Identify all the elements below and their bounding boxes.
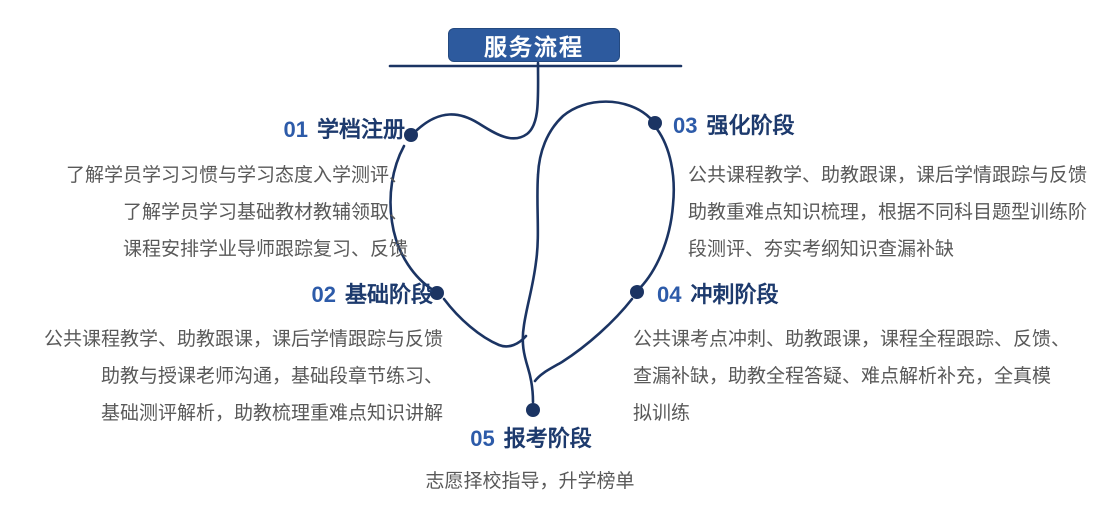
- stage-01-number: 01: [283, 117, 308, 142]
- stage-02-label: 基础阶段: [344, 282, 433, 307]
- stage-05-label: 报考阶段: [503, 426, 592, 451]
- stage-02-number: 02: [311, 282, 336, 307]
- stage-04-description: 公共课考点冲刺、助教跟课，课程全程跟踪、反馈、 查漏补缺，助教全程答疑、难点解析…: [633, 329, 1071, 424]
- flow-title: 服务流程: [484, 34, 584, 60]
- stage-dot-02: [430, 286, 444, 300]
- stage-dot-03: [648, 116, 662, 130]
- stage-05-number: 05: [470, 426, 495, 451]
- stage-03-heading: 03 强化阶段: [673, 111, 795, 141]
- stem-wave-curve: [415, 61, 540, 140]
- stage-03-label: 强化阶段: [706, 113, 795, 138]
- stage-03-number: 03: [673, 113, 698, 138]
- stage-01-label: 学档注册: [316, 117, 405, 142]
- stage-04-label: 冲刺阶段: [690, 282, 779, 307]
- stage-02-description: 公共课程教学、助教跟课，课后学情跟踪与反馈 助教与授课老师沟通，基础段章节练习、…: [43, 329, 443, 424]
- flow-title-box: 服务流程: [448, 28, 620, 62]
- center-heart-curve: [521, 100, 652, 404]
- stage-dot-01: [404, 128, 418, 142]
- stage-dot-05: [526, 403, 540, 417]
- left-lobe-curve: [389, 144, 435, 292]
- stage02-tail-curve: [442, 297, 528, 348]
- right-lobe-curve: [638, 127, 675, 290]
- stage-01-heading: 01 学档注册: [284, 115, 406, 145]
- stage-01-description: 了解学员学习习惯与学习态度入学测评、 了解学员学习基础教材教辅领取、 课程安排学…: [65, 165, 408, 260]
- stage-03-description: 公共课程教学、助教跟课，课后学情跟踪与反馈 助教重难点知识梳理，根据不同科目题型…: [688, 165, 1088, 260]
- stage-05-description: 志愿择校指导，升学榜单: [425, 471, 635, 492]
- stage-05-heading: 05 报考阶段: [470, 424, 592, 454]
- stage-dot-04: [630, 285, 644, 299]
- stage-02-heading: 02 基础阶段: [312, 280, 434, 310]
- stage04-tail-curve: [533, 297, 634, 383]
- stage-04-number: 04: [657, 282, 682, 307]
- stage-04-heading: 04 冲刺阶段: [657, 280, 779, 310]
